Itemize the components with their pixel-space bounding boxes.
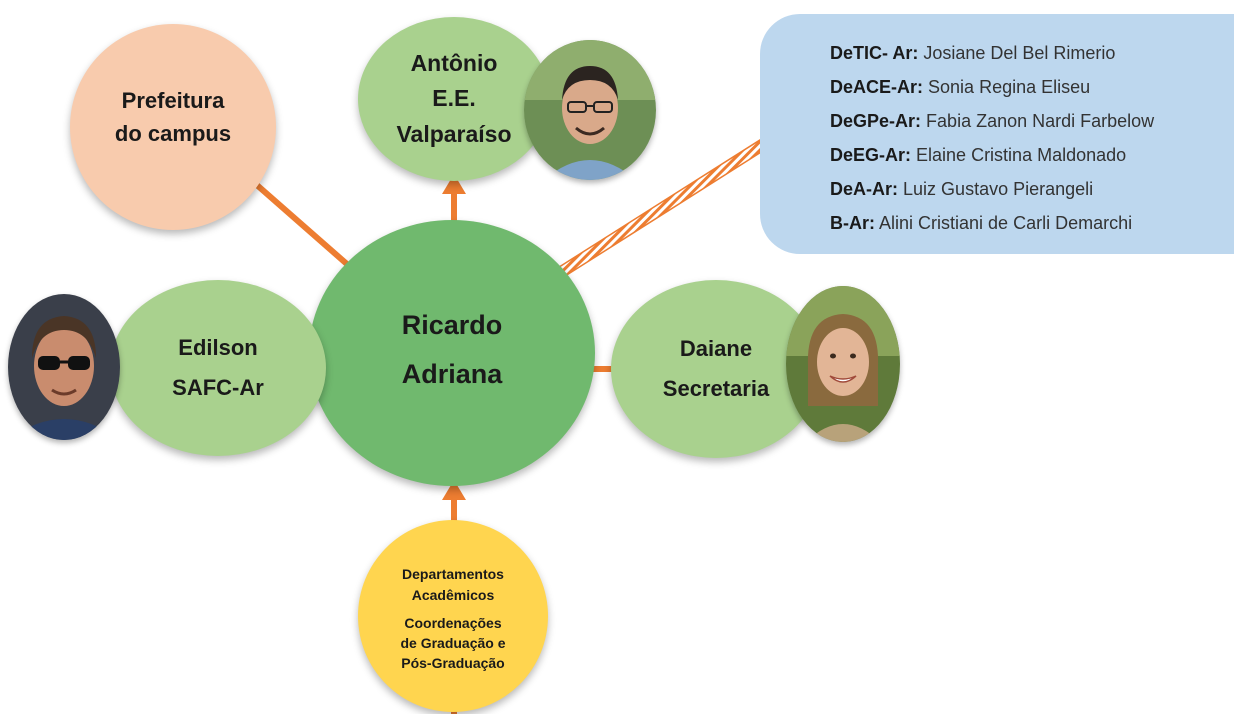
node-label: Daiane: [679, 336, 753, 362]
node-label: Coordenações: [404, 614, 502, 631]
node-label: Adriana: [401, 359, 503, 389]
node-departamentos: Departamentos Acadêmicos Coordenações de…: [358, 520, 548, 712]
info-entry: DeA-Ar: Luiz Gustavo Pierangeli: [830, 179, 1094, 199]
node-label: Valparaíso: [396, 120, 512, 147]
node-label: E.E.: [432, 85, 476, 112]
daiane-photo: [786, 286, 900, 442]
node-label: Acadêmicos: [411, 586, 495, 603]
node-label: Prefeitura: [121, 88, 225, 113]
node-label: Departamentos: [402, 566, 504, 583]
node-label: Secretaria: [662, 376, 770, 401]
info-entry: DeTIC- Ar: Josiane Del Bel Rimerio: [830, 43, 1116, 63]
node-label: Antônio: [410, 49, 498, 76]
node-prefeitura: Prefeitura do campus: [70, 24, 276, 230]
departments-info-box: DeTIC- Ar: Josiane Del Bel Rimerio DeACE…: [760, 14, 1234, 254]
node-ricardo-adriana: Ricardo Adriana: [309, 220, 595, 486]
info-entry: DeGPe-Ar: Fabia Zanon Nardi Farbelow: [830, 111, 1155, 131]
node-antonio: Antônio E.E. Valparaíso: [358, 17, 550, 181]
info-entry: B-Ar: Alini Cristiani de Carli Demarchi: [830, 213, 1133, 233]
node-label: SAFC-Ar: [172, 375, 264, 400]
edilson-photo: [8, 294, 120, 440]
info-entry: DeEG-Ar: Elaine Cristina Maldonado: [830, 145, 1127, 165]
node-label: Pós-Graduação: [401, 655, 505, 672]
antonio-photo: [524, 40, 656, 180]
node-label: do campus: [114, 121, 232, 146]
node-label: de Graduação e: [400, 635, 506, 652]
node-label: Edilson: [178, 335, 258, 361]
node-edilson: Edilson SAFC-Ar: [110, 280, 326, 456]
node-label: Ricardo: [401, 310, 503, 341]
info-entry: DeACE-Ar: Sonia Regina Eliseu: [830, 77, 1091, 97]
